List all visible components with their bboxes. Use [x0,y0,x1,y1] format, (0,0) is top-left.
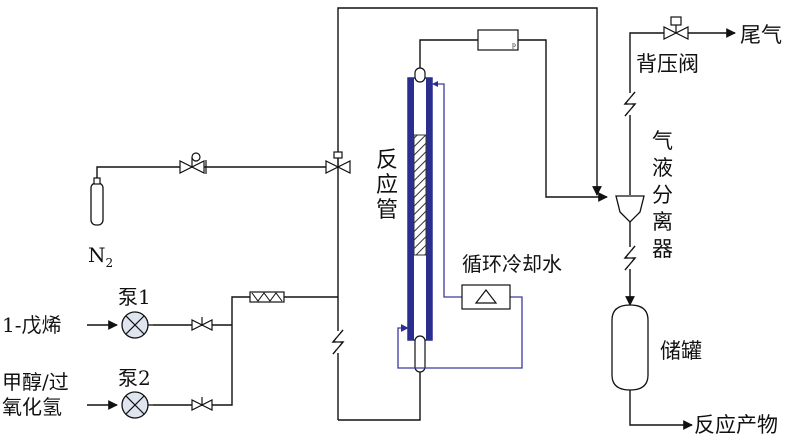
main-line-valve [325,151,351,174]
separator-label-char-2: 液 [652,156,673,180]
reactor-label-char-1: 反 [376,148,398,173]
separator-label-char-4: 离 [652,210,673,234]
n2-cylinder [90,177,104,226]
flowmeter: p [477,29,519,51]
pump-1 [121,311,153,339]
storage-tank [611,304,649,391]
product-label: 反应产物 [694,413,778,437]
pump2-valve [191,397,213,411]
feed2-label-line2: 氧化氢 [2,395,62,419]
reactor-label-char-3: 管 [376,198,398,223]
reactor-label: 反 应 管 [376,148,398,223]
pump1-valve [191,317,213,331]
pump-2 [121,391,153,419]
svg-text:p: p [512,42,516,49]
reactor-tube [407,67,433,373]
separator-label-char-3: 分 [652,183,673,207]
separator-label: 气 液 分 离 器 [652,129,673,261]
back-pressure-valve [663,16,689,40]
cooling-water-unit [461,284,511,310]
pump2-label: 泵2 [118,366,151,390]
back-pressure-valve-label: 背压阀 [636,52,699,76]
separator-label-char-1: 气 [652,129,673,153]
separator-label-char-5: 器 [652,237,673,261]
tail-gas-label: 尾气 [740,23,782,47]
n2-control-valve [179,152,207,174]
feed1-label: 1-戊烯 [2,313,61,337]
static-mixer [249,291,285,303]
cooling-water-label: 循环冷却水 [462,252,562,276]
check-valves [331,91,637,355]
gas-liquid-separator [615,195,645,223]
feed2-label-line1: 甲醇/过 [2,370,69,394]
storage-label: 储罐 [660,339,702,363]
pump1-label: 泵1 [118,285,151,309]
n2-label: N2 [88,243,113,270]
reactor-label-char-2: 应 [376,173,398,198]
